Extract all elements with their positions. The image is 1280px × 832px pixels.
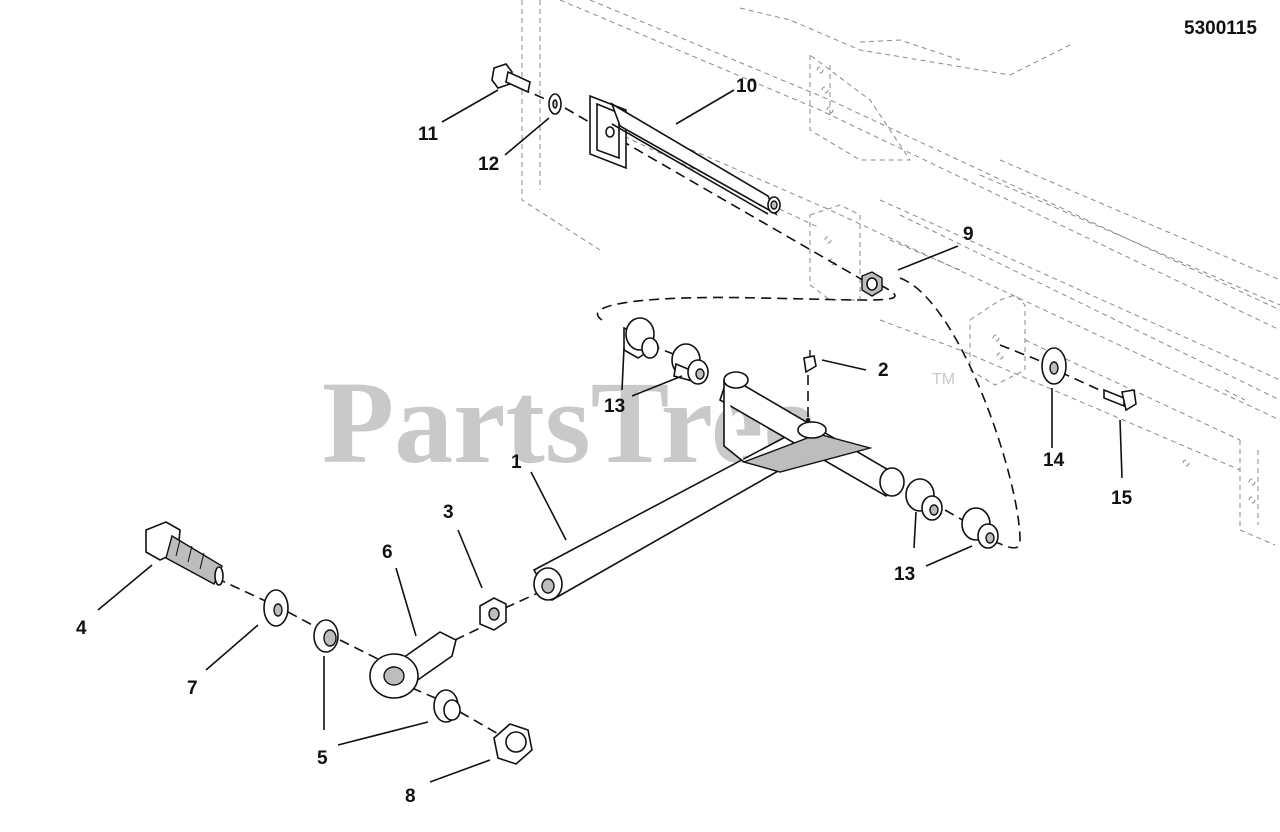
callout-9: 9: [963, 224, 974, 245]
callout-7: 7: [187, 678, 198, 699]
bushings-part-13-upper: [623, 317, 709, 385]
callout-12: 12: [478, 154, 499, 175]
rod-end-part-6: [369, 631, 457, 699]
bolt-part-4: [145, 521, 224, 586]
watermark-trademark: TM: [932, 371, 955, 388]
callout-5: 5: [317, 748, 328, 769]
washer-part-12: [548, 93, 562, 115]
lock-nut-part-8: [493, 723, 533, 765]
a-arm-part-1: [532, 371, 905, 602]
callout-3: 3: [443, 502, 454, 523]
washer-part-14: [1041, 347, 1067, 385]
nut-part-9: [861, 271, 883, 297]
callout-11: 11: [418, 124, 439, 145]
leader-lines: [97, 89, 1123, 783]
bushings-part-13-lower: [905, 478, 999, 549]
washer-part-7: [263, 589, 289, 627]
nut-part-3: [479, 597, 507, 631]
callout-15: 15: [1111, 488, 1133, 509]
callout-8: 8: [405, 786, 416, 807]
callout-13-lower: 13: [894, 564, 915, 585]
bolt-part-11: [491, 63, 531, 94]
callout-4: 4: [76, 618, 87, 639]
callout-13-upper: 13: [604, 396, 625, 417]
document-number: 5300115: [1184, 18, 1257, 39]
callout-labels: 1 2 3 4 5 6 7 8 9 10 11 12 13 13 14 15: [76, 76, 1133, 807]
callout-2: 2: [878, 360, 889, 381]
bolt-part-15: [1103, 388, 1137, 412]
spacers-part-5: [313, 619, 461, 723]
callout-1: 1: [511, 452, 522, 473]
grease-fitting-part-2: [803, 350, 817, 374]
callout-14: 14: [1043, 450, 1065, 471]
callout-6: 6: [382, 542, 393, 563]
pivot-shaft-part-10: [589, 94, 781, 216]
callout-10: 10: [736, 76, 757, 97]
